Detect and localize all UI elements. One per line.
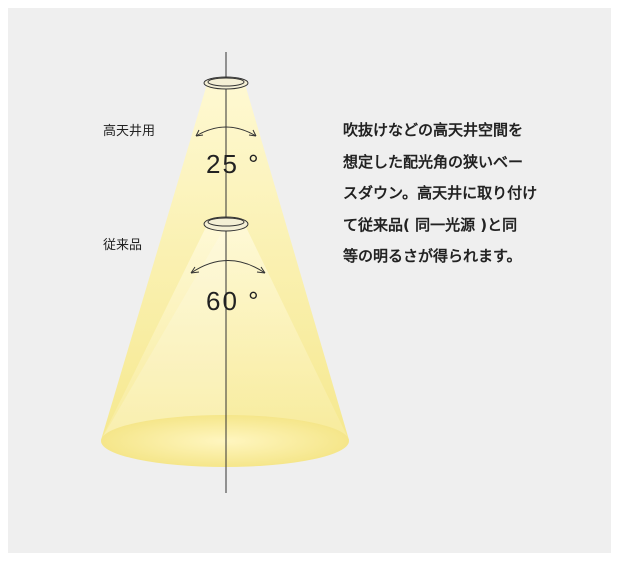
description-text: 吹抜けなどの高天井空間を 想定した配光角の狭いベー スダウン。高天井に取り付け … <box>343 121 538 265</box>
angle-arc-narrow <box>195 126 257 137</box>
conventional-label: 従来品 <box>103 238 143 253</box>
angle-arc-wide <box>190 260 266 274</box>
high-ceiling-fixture-icon <box>203 76 249 90</box>
diagram-panel <box>8 8 611 553</box>
conventional-fixture-icon <box>203 216 249 232</box>
high-ceiling-label: 高天井用 <box>103 124 156 139</box>
floor-light-pool <box>101 415 349 467</box>
wide-light-beam <box>101 225 349 440</box>
narrow-angle-value: 25 ° <box>206 149 261 179</box>
wide-angle-value: 60 ° <box>206 286 261 316</box>
